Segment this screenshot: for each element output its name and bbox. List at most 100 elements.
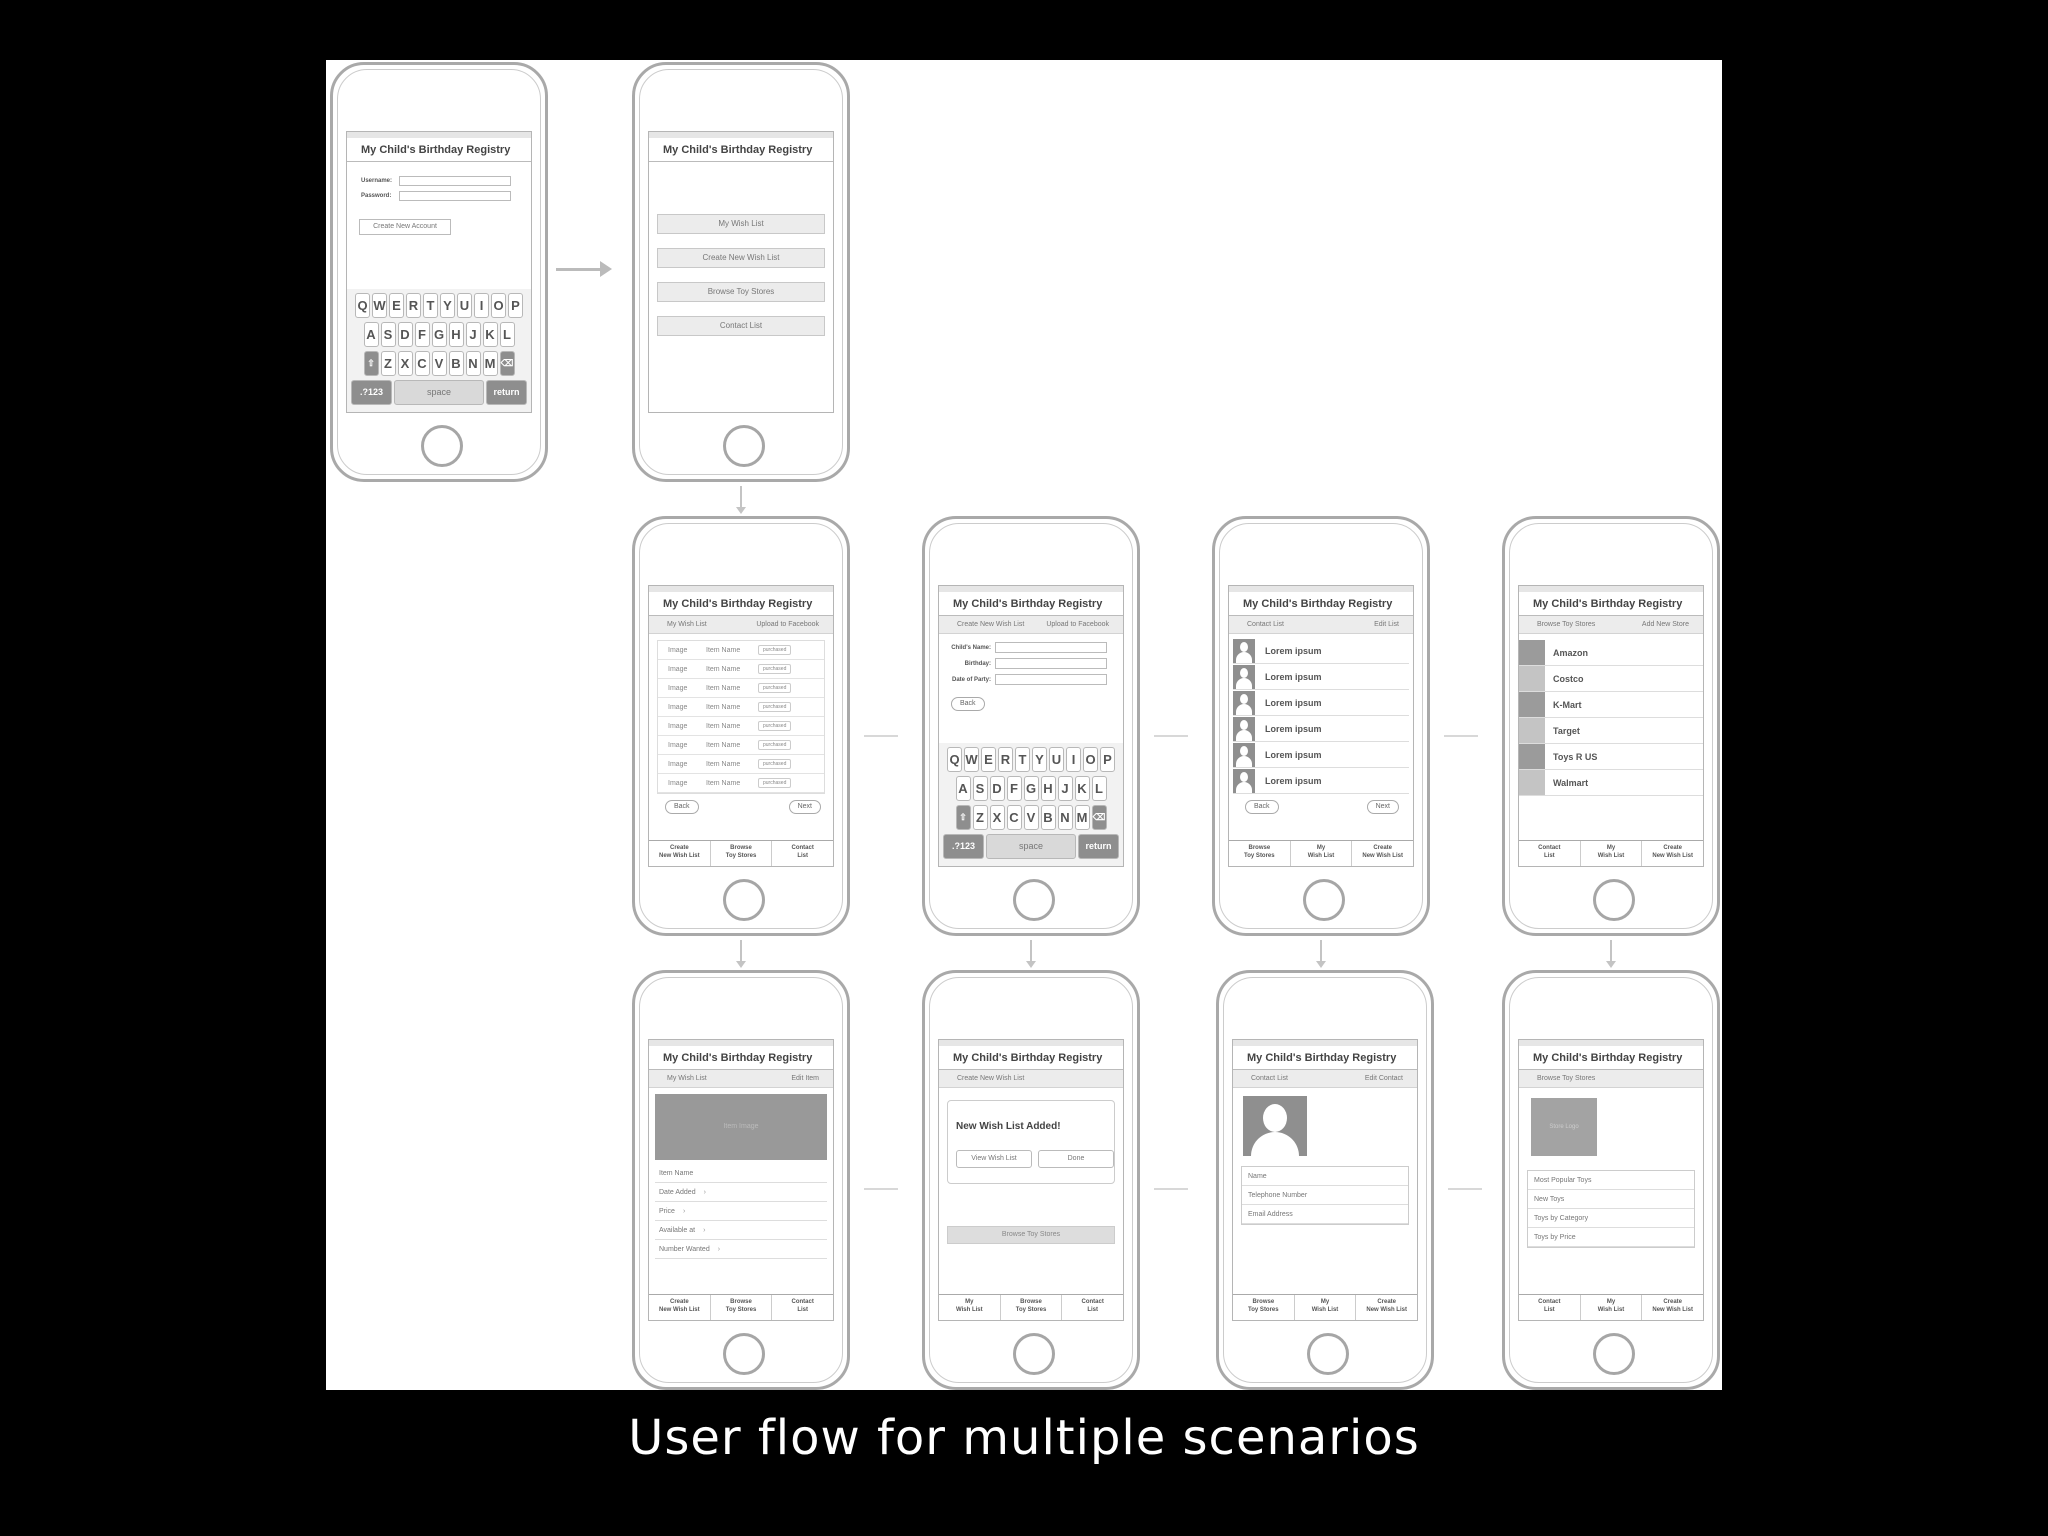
text-field[interactable] [995,674,1107,685]
category-row[interactable]: Toys by Price [1528,1228,1694,1247]
key-h[interactable]: H [448,322,464,347]
key-e[interactable]: E [389,293,404,318]
purchased-checkbox[interactable]: purchased [758,664,792,674]
home-button[interactable] [723,1333,765,1375]
tab-item[interactable]: Browse Toy Stores [1233,1295,1295,1320]
category-row[interactable]: New Toys [1528,1190,1694,1209]
home-button[interactable] [723,425,765,467]
home-button[interactable] [1593,879,1635,921]
return-key[interactable]: return [1077,834,1119,859]
back-button[interactable]: Back [1245,800,1279,814]
store-row[interactable]: Target [1519,718,1703,744]
browse-toy-stores-button[interactable]: Browse Toy Stores [947,1226,1115,1244]
purchased-checkbox[interactable]: purchased [758,702,792,712]
key-d[interactable]: D [989,776,1005,801]
tab-item[interactable]: Browse Toy Stores [711,1295,773,1320]
key-c[interactable]: C [1006,805,1022,830]
tab-item[interactable]: My Wish List [1581,1295,1643,1320]
key-m[interactable]: M [1074,805,1090,830]
key-w[interactable]: W [964,747,979,772]
tab-item[interactable]: My Wish List [939,1295,1001,1320]
key-o[interactable]: O [1083,747,1098,772]
delete-key[interactable]: ⌫ [1091,805,1107,830]
tab-item[interactable]: Contact List [1519,1295,1581,1320]
home-button[interactable] [1593,1333,1635,1375]
numbers-key[interactable]: .?123 [943,834,985,859]
key-b[interactable]: B [1040,805,1056,830]
contact-field[interactable]: Email Address [1242,1205,1408,1224]
key-j[interactable]: J [1057,776,1073,801]
key-v[interactable]: V [431,351,447,376]
back-button[interactable]: Back [665,800,699,814]
key-s[interactable]: S [380,322,396,347]
back-button[interactable]: Back [951,697,985,711]
upload-facebook-link[interactable]: Upload to Facebook [756,621,819,628]
key-r[interactable]: R [406,293,421,318]
key-j[interactable]: J [465,322,481,347]
contact-row[interactable]: Lorem ipsum [1233,716,1409,742]
tab-item[interactable]: Contact List [791,1299,814,1313]
edit-item-link[interactable]: Edit Item [791,1075,819,1082]
key-t[interactable]: T [423,293,438,318]
edit-list-link[interactable]: Edit List [1374,621,1399,628]
return-key[interactable]: return [485,380,527,405]
key-p[interactable]: P [508,293,523,318]
menu-button[interactable]: My Wish List [657,214,825,234]
key-h[interactable]: H [1040,776,1056,801]
purchased-checkbox[interactable]: purchased [758,645,792,655]
contact-field[interactable]: Telephone Number [1242,1186,1408,1205]
store-row[interactable]: Walmart [1519,770,1703,796]
key-m[interactable]: M [482,351,498,376]
upload-facebook-link[interactable]: Upload to Facebook [1046,621,1109,628]
key-n[interactable]: N [465,351,481,376]
store-row[interactable]: Amazon [1519,640,1703,666]
numbers-key[interactable]: .?123 [351,380,393,405]
purchased-checkbox[interactable]: purchased [758,759,792,769]
menu-button[interactable]: Browse Toy Stores [657,282,825,302]
store-row[interactable]: Costco [1519,666,1703,692]
tab-item[interactable]: My Wish List [1295,1295,1357,1320]
tab-item[interactable]: Contact List [1519,841,1581,866]
key-l[interactable]: L [1091,776,1107,801]
key-q[interactable]: Q [947,747,962,772]
tab-item[interactable]: Create New Wish List [1362,845,1403,859]
view-wish-list-button[interactable]: View Wish List [956,1150,1032,1168]
key-i[interactable]: I [474,293,489,318]
key-c[interactable]: C [414,351,430,376]
key-f[interactable]: F [414,322,430,347]
key-y[interactable]: Y [440,293,455,318]
menu-button[interactable]: Contact List [657,316,825,336]
tab-item[interactable]: Create New Wish List [1652,1299,1693,1313]
tab-item[interactable]: Create New Wish List [649,841,711,866]
key-n[interactable]: N [1057,805,1073,830]
tab-item[interactable]: My Wish List [1581,841,1643,866]
key-z[interactable]: Z [380,351,396,376]
delete-key[interactable]: ⌫ [499,351,515,376]
key-t[interactable]: T [1015,747,1030,772]
menu-button[interactable]: Create New Wish List [657,248,825,268]
detail-row[interactable]: Date Added› [655,1183,827,1202]
key-p[interactable]: P [1100,747,1115,772]
key-a[interactable]: A [955,776,971,801]
key-x[interactable]: X [397,351,413,376]
key-k[interactable]: K [1074,776,1090,801]
detail-row[interactable]: Number Wanted› [655,1240,827,1259]
detail-row[interactable]: Price› [655,1202,827,1221]
tab-item[interactable]: Browse Toy Stores [711,841,773,866]
add-store-link[interactable]: Add New Store [1641,621,1689,628]
shift-key[interactable]: ⇧ [363,351,379,376]
purchased-checkbox[interactable]: purchased [758,721,792,731]
contact-row[interactable]: Lorem ipsum [1233,742,1409,768]
key-x[interactable]: X [989,805,1005,830]
key-z[interactable]: Z [972,805,988,830]
home-button[interactable] [1013,1333,1055,1375]
home-button[interactable] [1303,879,1345,921]
key-g[interactable]: G [1023,776,1039,801]
create-account-button[interactable]: Create New Account [359,219,451,235]
key-w[interactable]: W [372,293,387,318]
key-o[interactable]: O [491,293,506,318]
